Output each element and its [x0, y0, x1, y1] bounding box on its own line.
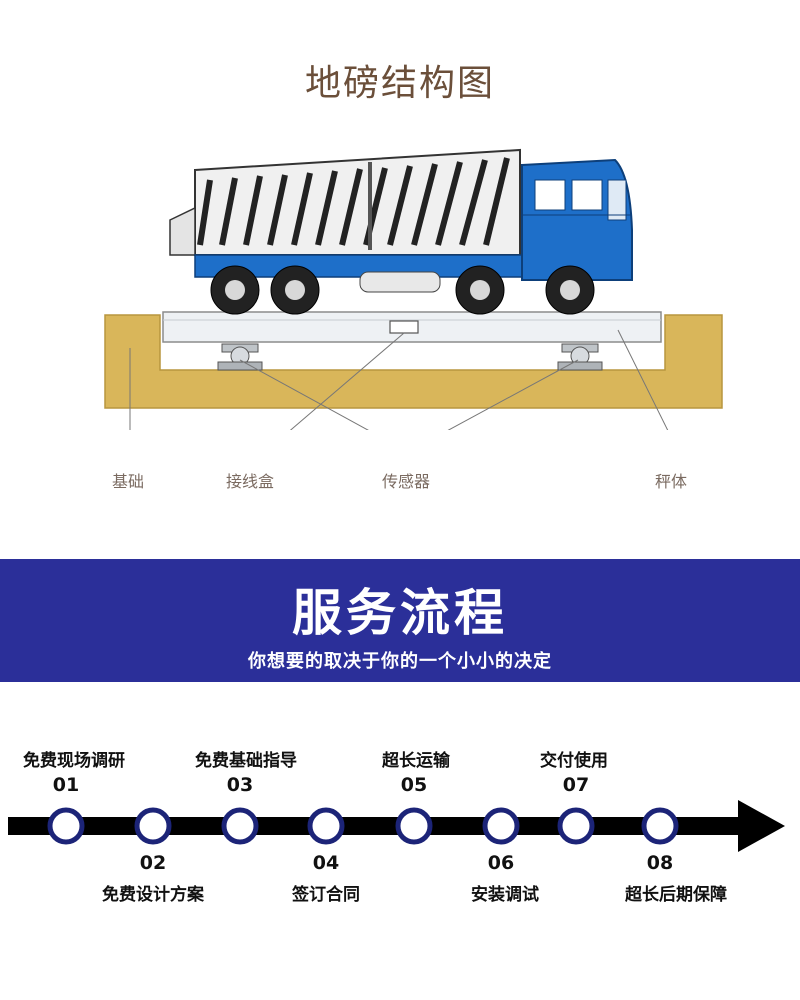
- timeline-arrow-icon: [738, 800, 785, 852]
- label-sensor: 传感器: [382, 472, 431, 491]
- step-label-06: 安装调试: [471, 885, 539, 905]
- timeline-bar: [8, 817, 743, 835]
- step-circle-07: [557, 807, 595, 845]
- label-foundation: 基础: [112, 472, 145, 491]
- step-label-08: 超长后期保障: [625, 885, 727, 905]
- step-circle-06: [482, 807, 520, 845]
- step-label-02: 免费设计方案: [102, 885, 204, 905]
- step-circle-05: [395, 807, 433, 845]
- step-circle-08: [641, 807, 679, 845]
- step-number-05: 05: [400, 774, 428, 796]
- step-label-04: 签订合同: [292, 885, 360, 905]
- truck: [169, 148, 633, 315]
- step-number-01: 01: [52, 774, 80, 796]
- step-number-08: 08: [646, 852, 674, 874]
- service-timeline: [8, 800, 785, 852]
- step-number-04: 04: [312, 852, 340, 874]
- label-scale-body: 秤体: [655, 472, 688, 491]
- step-number-06: 06: [487, 852, 515, 874]
- sensor-right: [557, 343, 603, 371]
- step-number-07: 07: [562, 774, 590, 796]
- service-title: 服务流程: [292, 584, 508, 642]
- diagram-title: 地磅结构图: [304, 63, 495, 104]
- weighbridge-diagram: [104, 148, 723, 430]
- service-banner: 服务流程 你想要的取决于你的一个小小的决定: [0, 559, 800, 682]
- step-label-05: 超长运输: [382, 751, 450, 771]
- step-label-07: 交付使用: [540, 751, 608, 771]
- step-circle-03: [221, 807, 259, 845]
- step-number-02: 02: [139, 852, 167, 874]
- label-junction-box: 接线盒: [226, 472, 275, 491]
- service-subtitle: 你想要的取决于你的一个小小的决定: [248, 651, 552, 672]
- step-number-03: 03: [226, 774, 254, 796]
- step-label-03: 免费基础指导: [195, 751, 297, 771]
- foundation-pit: [104, 314, 723, 409]
- step-circle-02: [134, 807, 172, 845]
- step-circle-01: [47, 807, 85, 845]
- junction-box: [389, 320, 419, 334]
- sensor-left: [217, 343, 263, 371]
- step-label-01: 免费现场调研: [23, 751, 125, 771]
- step-circle-04: [307, 807, 345, 845]
